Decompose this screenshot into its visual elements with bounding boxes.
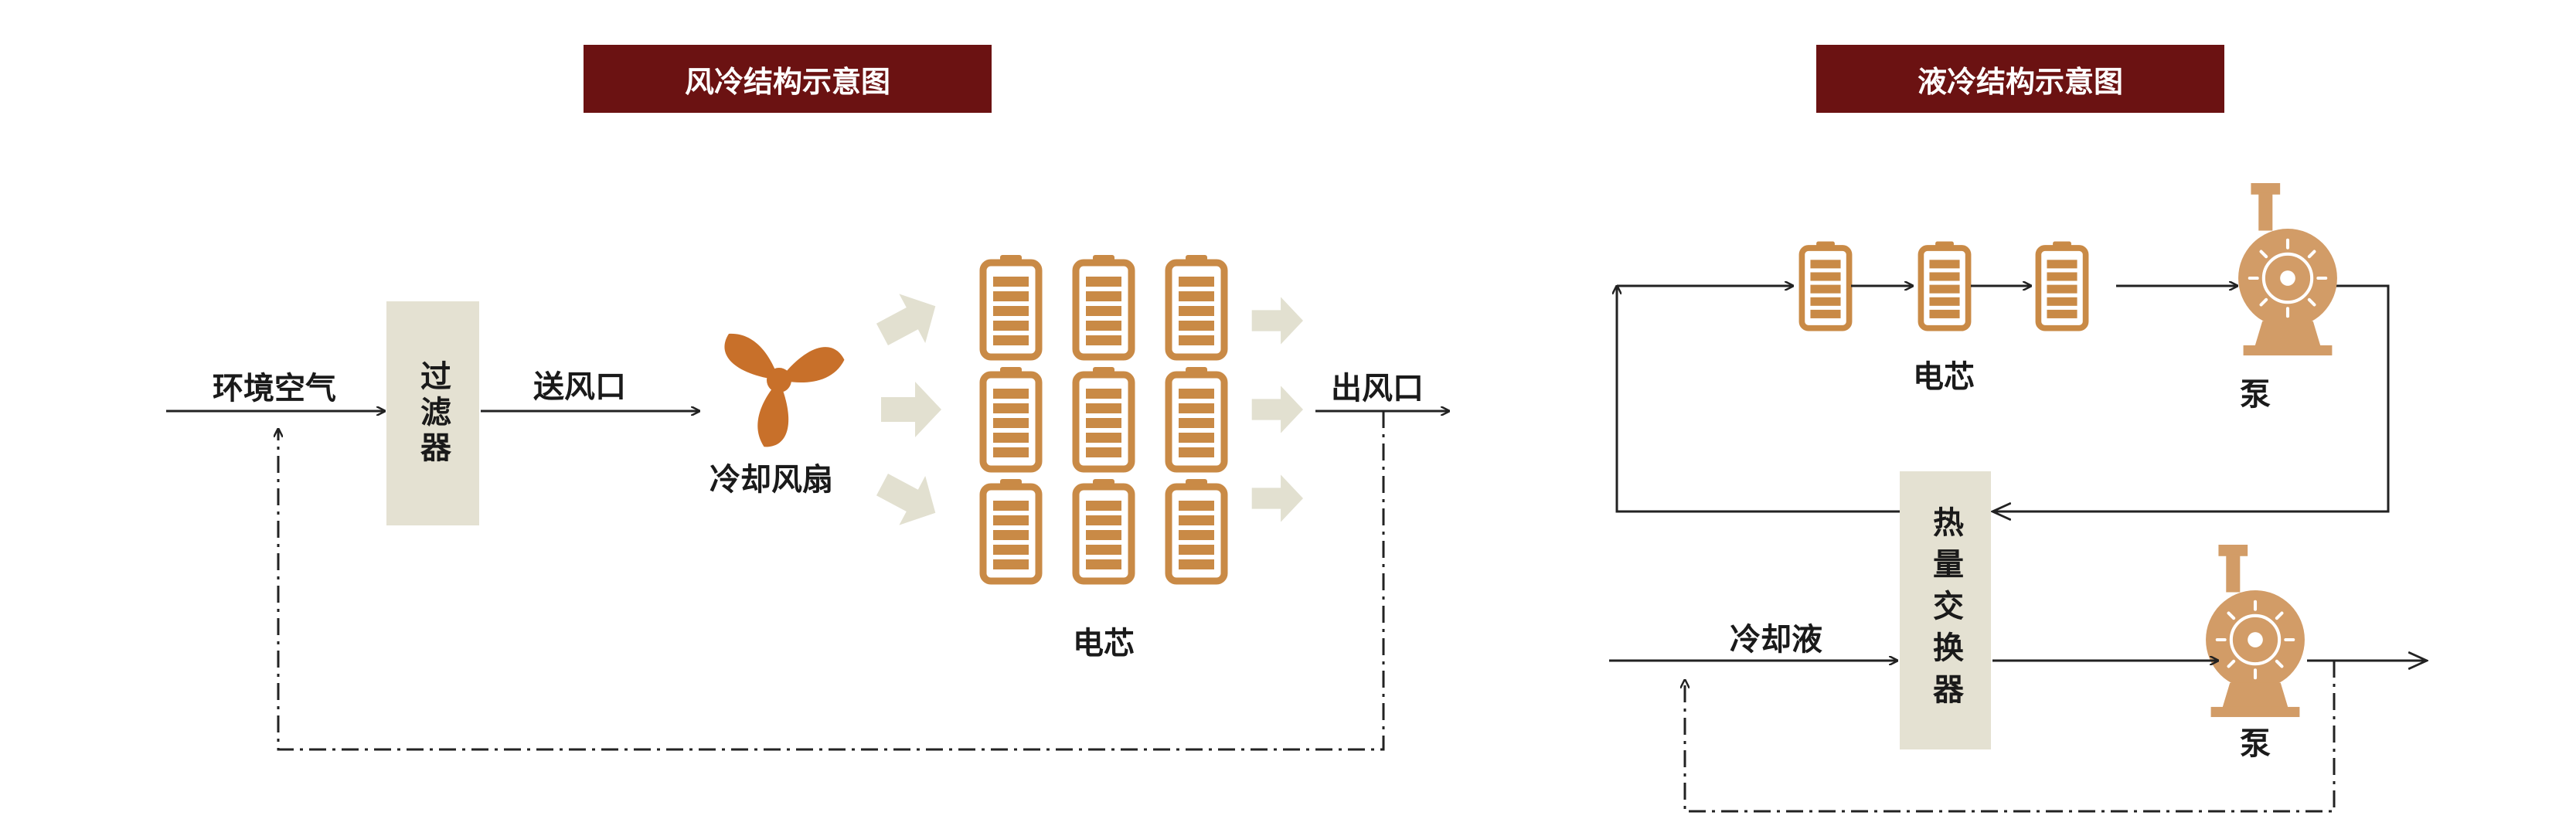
- air-flow-arrow-in-middle: [881, 382, 941, 437]
- filter-label: 过滤器: [415, 360, 451, 467]
- air-flow-arrow-out-middle: [1251, 386, 1303, 433]
- air-inlet-label: 送风口: [533, 369, 626, 405]
- battery-cell-icon: [1169, 255, 1224, 357]
- air-flow-arrow-in-top: [869, 281, 949, 359]
- battery-cell-icon: [983, 479, 1039, 581]
- pump-top-label: 泵: [2240, 377, 2271, 413]
- battery-cell-icon: [2038, 242, 2085, 328]
- heat-exchanger-label: 热量交换器: [1928, 506, 1963, 715]
- air-cells-label: 电芯: [1073, 626, 1135, 661]
- battery-cell-icon: [1169, 367, 1224, 469]
- battery-cell-icon: [983, 367, 1039, 469]
- battery-cell-icon: [1076, 255, 1131, 357]
- air-outlet-label: 出风口: [1331, 371, 1424, 406]
- battery-cell-icon: [1921, 242, 1968, 328]
- ambient-air-label: 环境空气: [213, 371, 336, 406]
- air-flow-arrow-out-bottom: [1251, 474, 1303, 522]
- battery-cell-icon: [1076, 367, 1131, 469]
- loop-left-return: [1617, 286, 1900, 513]
- battery-cell-icon: [1169, 479, 1224, 581]
- air-cooling-diagram: [166, 255, 1449, 751]
- battery-cell-icon: [1076, 479, 1131, 581]
- liquid-cooling-title: 液冷结构示意图: [1816, 45, 2224, 113]
- liquid-cells-label: 电芯: [1913, 359, 1975, 395]
- battery-cell-icon: [1802, 242, 1849, 328]
- pump-top-icon: [2238, 183, 2337, 355]
- liquid-cooling-diagram: [1609, 183, 2427, 813]
- air-flow-arrow-in-bottom: [869, 460, 949, 538]
- air-cooling-title: 风冷结构示意图: [584, 45, 992, 113]
- coolant-recirculation-path: [1685, 661, 2336, 813]
- coolant-label: 冷却液: [1730, 622, 1822, 658]
- air-recirculation-path: [278, 411, 1385, 751]
- cooling-fan-label: 冷却风扇: [710, 462, 833, 498]
- air-flow-arrow-out-top: [1251, 297, 1303, 345]
- filter-box: 过滤器: [386, 301, 479, 525]
- battery-cell-icon: [983, 255, 1039, 357]
- pump-bottom-label: 泵: [2240, 726, 2271, 762]
- pump-to-exchanger-path: [1992, 284, 2390, 511]
- heat-exchanger-box: 热量交换器: [1900, 471, 1991, 749]
- cooling-fan-icon: [724, 333, 845, 447]
- pump-bottom-icon: [2206, 545, 2305, 717]
